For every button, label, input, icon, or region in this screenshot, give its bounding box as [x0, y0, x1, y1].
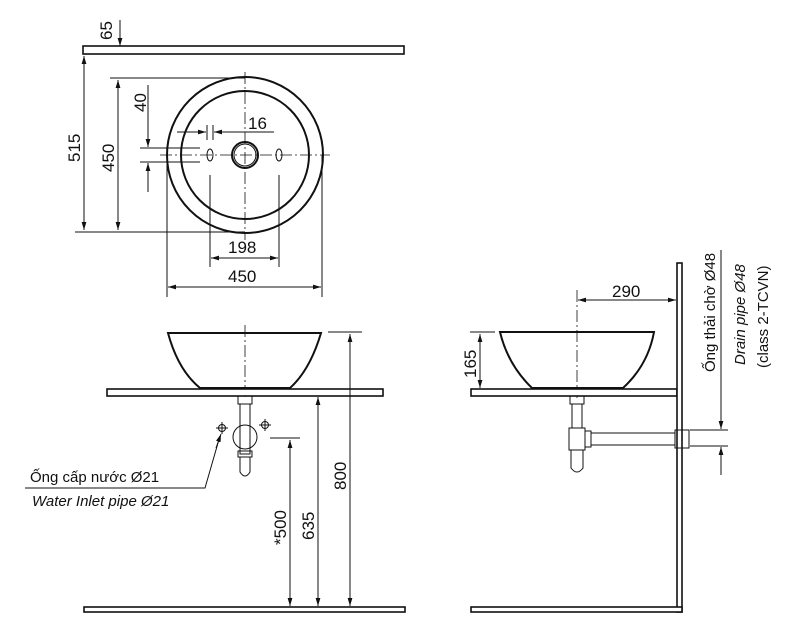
- dim-635: 635: [299, 512, 318, 540]
- front-view: Ống cấp nước Ø21 Water Inlet pipe Ø21 80…: [25, 325, 406, 613]
- dim-450-depth: 450: [99, 144, 118, 172]
- drain-pipe: [590, 432, 676, 446]
- countertop-side: [470, 388, 678, 397]
- basin-side: [498, 331, 656, 389]
- dim-198: 198: [228, 238, 256, 257]
- inlet-valve-right: [259, 419, 271, 431]
- countertop-front: [106, 388, 384, 397]
- dim-290: 290: [612, 282, 640, 301]
- siphon-trap-front: [232, 395, 258, 477]
- dim-165: 165: [461, 350, 480, 378]
- floor-front: [83, 606, 406, 613]
- inlet-valve-left: [216, 422, 228, 434]
- dim-65: 65: [97, 21, 116, 40]
- floor-side: [470, 606, 683, 613]
- dim-800: 800: [331, 462, 350, 490]
- drain-label-vi: Ống thải chờ Ø48: [701, 253, 719, 372]
- countertop-top-view: [82, 45, 405, 55]
- dim-515: 515: [65, 134, 84, 162]
- dim-40: 40: [131, 93, 150, 112]
- wall: [676, 262, 683, 613]
- drain-label-class: (class 2-TCVN): [755, 265, 772, 368]
- top-view: 65 515 450 40 16 198: [65, 20, 405, 297]
- drain-label-en: Drain pipe Ø48: [732, 263, 749, 365]
- inlet-label-en: Water Inlet pipe Ø21: [32, 493, 169, 510]
- side-view: 290 165 Ống thải chờ Ø48 Drain pipe Ø48 …: [461, 250, 772, 613]
- basin-front: [166, 332, 323, 389]
- inlet-label-vi: Ống cấp nước Ø21: [30, 468, 159, 486]
- dim-450-width: 450: [228, 267, 256, 286]
- dim-16: 16: [248, 114, 267, 133]
- dim-500: *500: [271, 510, 290, 545]
- siphon-trap-side: [568, 395, 690, 473]
